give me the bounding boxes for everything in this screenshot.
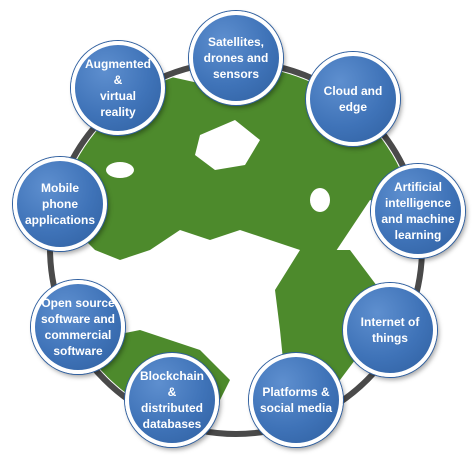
node-ai: Artificial intelligence and machine lear… [371, 164, 465, 258]
lake [106, 162, 134, 178]
node-label: Augmented & virtual reality [85, 57, 151, 119]
node-label: Internet of things [360, 315, 420, 345]
node-ar: Augmented & virtual reality [71, 41, 165, 135]
node-label: Platforms & social media [259, 385, 333, 415]
lake [310, 188, 330, 212]
node-label: Blockchain & distributed databases [139, 369, 205, 431]
land-mass-island [195, 120, 260, 170]
node-opensource: Open source software and commercial soft… [31, 280, 125, 374]
land-mass-south-america [155, 250, 240, 350]
node-mobile: Mobile phone applications [13, 157, 107, 251]
node-cloud: Cloud and edge [306, 52, 400, 146]
node-iot: Internet of things [343, 283, 437, 377]
node-blockchain: Blockchain & distributed databases [125, 353, 219, 447]
node-satellites: Satellites, drones and sensors [189, 11, 283, 105]
node-platforms: Platforms & social media [249, 353, 343, 447]
node-label: Satellites, drones and sensors [203, 35, 269, 81]
node-label: Cloud and edge [323, 84, 383, 114]
node-label: Artificial intelligence and machine lear… [381, 180, 455, 242]
node-label: Mobile phone applications [24, 181, 95, 227]
node-label: Open source software and commercial soft… [41, 296, 116, 358]
